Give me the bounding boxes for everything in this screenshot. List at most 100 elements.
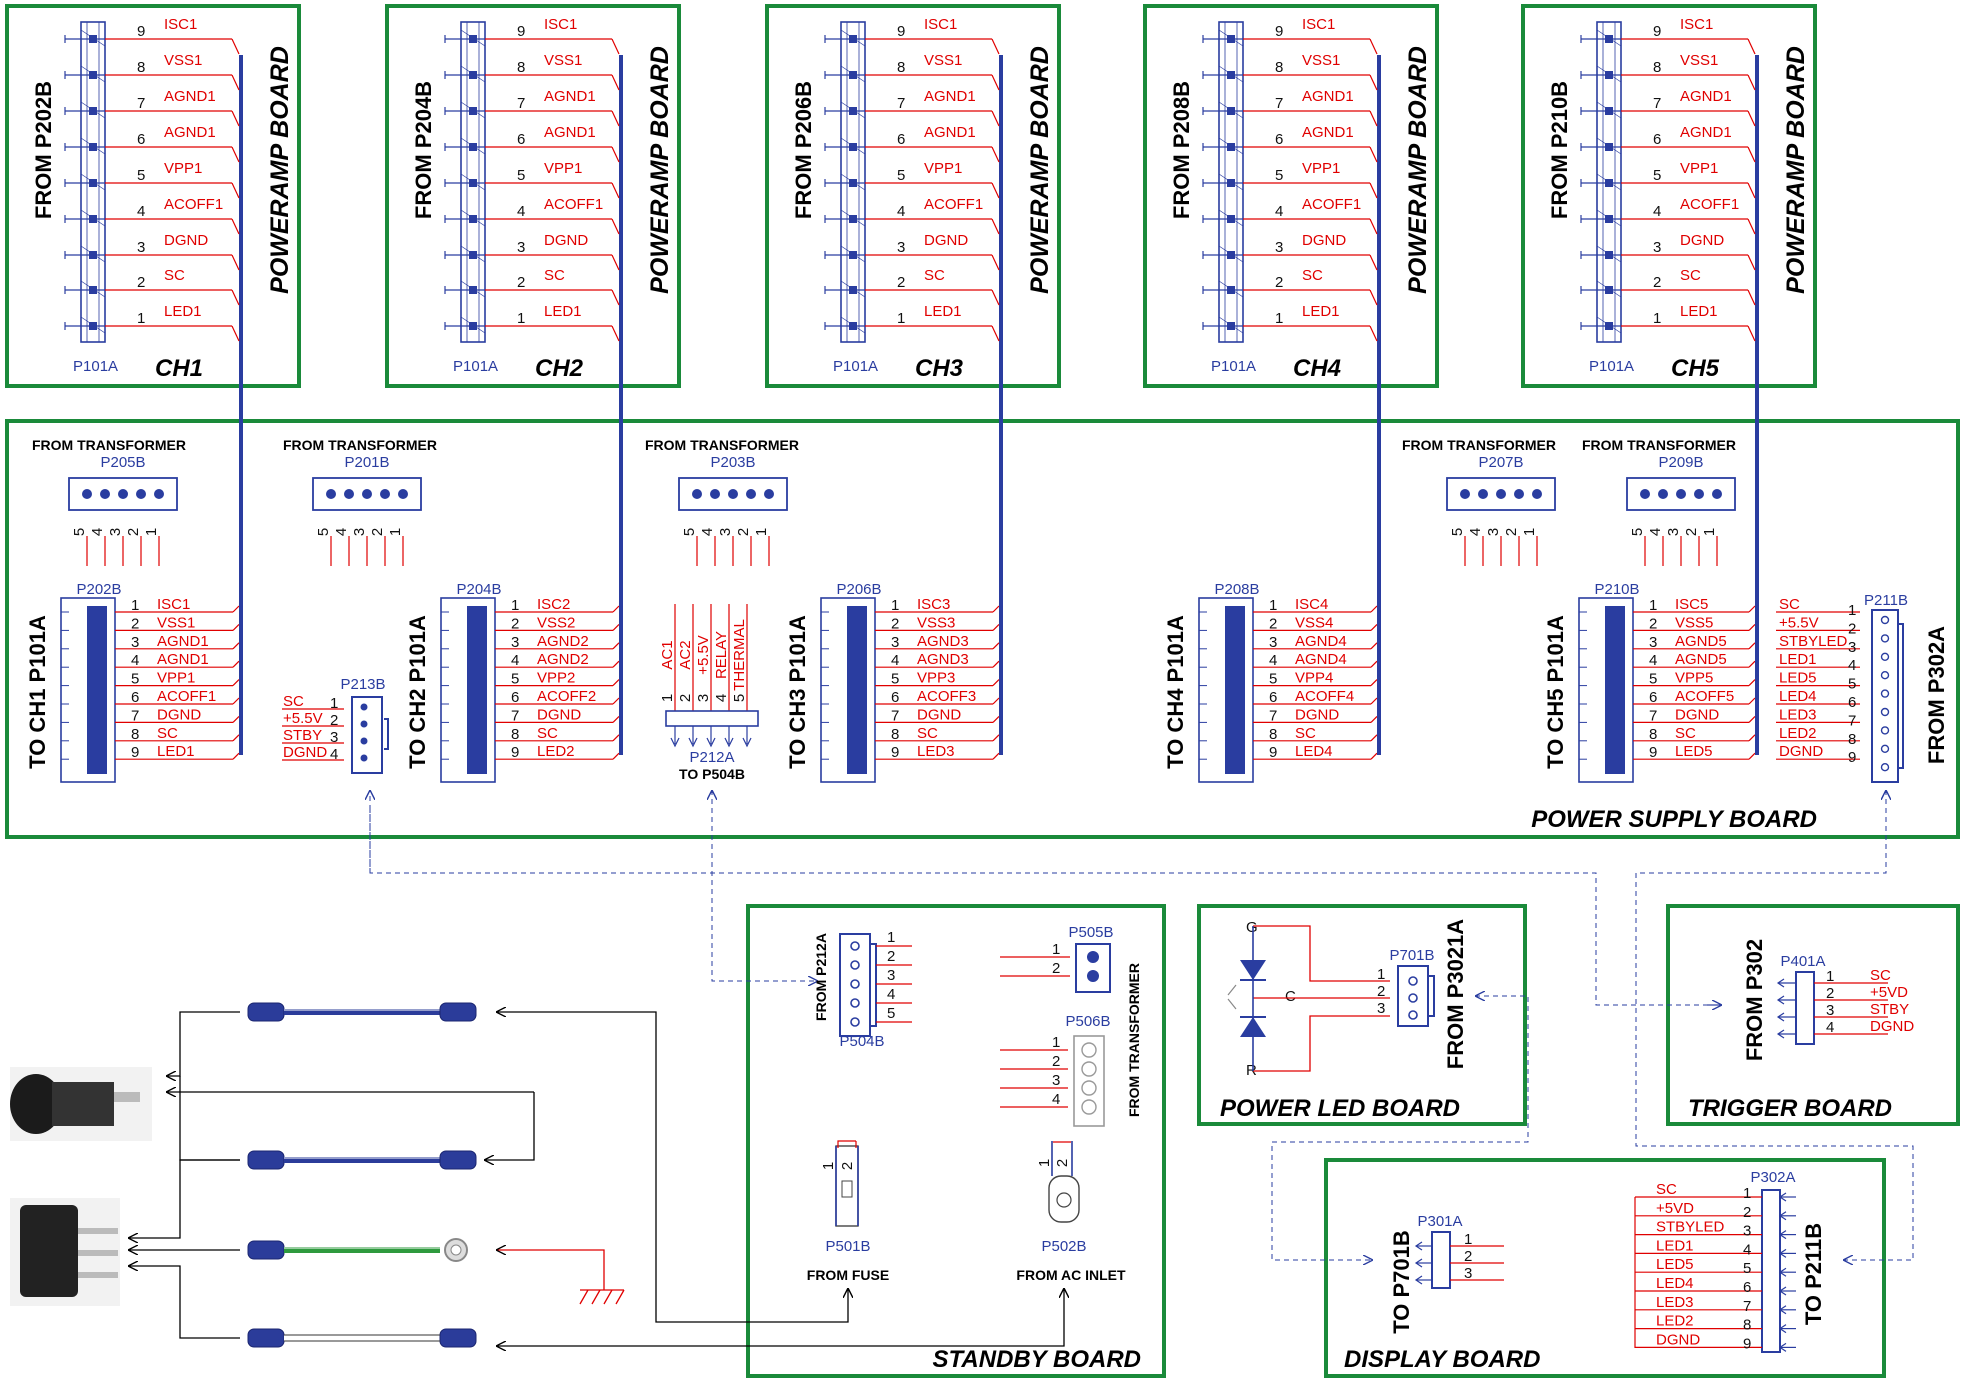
p211b-pin-number: 1 (1848, 602, 1856, 619)
transformer-pin-number: 1 (1701, 528, 1718, 536)
pin-number: 7 (897, 95, 905, 112)
p302a-signal: DGND (1656, 1331, 1700, 1348)
pin-wire-bend (1747, 289, 1756, 306)
pin-wire-bend (231, 38, 240, 55)
p301a-pin-arrow (1414, 1241, 1423, 1251)
pin-signal-label: VPP1 (1680, 160, 1718, 177)
p401a-body (1795, 971, 1815, 1045)
p101a-connector-inner (86, 21, 100, 343)
psu-pin-number: 8 (1649, 726, 1657, 743)
psu-pin-number: 2 (1649, 615, 1657, 632)
psu-pin-signal: VPP2 (537, 670, 575, 687)
pin-signal-label: LED1 (164, 303, 202, 320)
psu-pin-signal: AGND4 (1295, 651, 1347, 668)
link-p213b-trigger (369, 808, 1721, 1006)
power-led-board-frame (1197, 904, 1527, 1126)
p504b-pin-number: 3 (887, 967, 895, 984)
p211b-signal: DGND (1779, 743, 1823, 760)
psu-pin-signal: ISC2 (537, 596, 570, 613)
pin-wire-bend (1747, 218, 1756, 235)
pin-signal-label: SC (544, 267, 565, 284)
p505b-pin (1087, 970, 1099, 982)
transformer-pin (1676, 489, 1686, 499)
psu-pin-number: 1 (891, 597, 899, 614)
p211b-signal: LED3 (1779, 706, 1817, 723)
psu-connector-label: P210B (1594, 581, 1639, 598)
psu-pin-number: 6 (511, 689, 519, 706)
psu-pin-signal: AGND2 (537, 633, 589, 650)
p212a-signal: THERMAL (731, 619, 748, 691)
p701b-pin-number: 3 (1377, 1000, 1385, 1017)
psu-pin-signal: DGND (1295, 706, 1339, 723)
transformer-pin (136, 489, 146, 499)
p302a-pin-arrow (1778, 1286, 1787, 1296)
psu-pin-wire-bend (1748, 715, 1756, 723)
led-diode-top (1240, 960, 1266, 980)
ground-wire (496, 1250, 605, 1290)
pin-number: 9 (897, 23, 905, 40)
pin-wire-bend (231, 325, 240, 342)
pin-number: 7 (137, 95, 145, 112)
fuse-to-p501b (496, 1012, 848, 1323)
psu-pin-signal: LED3 (917, 743, 955, 760)
p302a-signal: +5VD (1656, 1200, 1694, 1217)
pin-number: 1 (137, 310, 145, 327)
from-transformer-label: FROM TRANSFORMER (32, 437, 186, 453)
cable-ground-lead (247, 1238, 468, 1262)
transformer-pin (1532, 489, 1542, 499)
psu-connector-label: P208B (1214, 581, 1259, 598)
pin-number: 8 (137, 59, 145, 76)
p701b-pin-number: 2 (1377, 983, 1385, 1000)
psu-pin-wire-bend (992, 660, 1000, 668)
ch2-board-frame (385, 4, 681, 388)
pin-wire-bend (611, 289, 620, 306)
transformer-pin-number: 1 (143, 528, 160, 536)
p504b-pin-number: 1 (887, 929, 895, 946)
p505b-label: P505B (1068, 924, 1113, 941)
transformer-pin (100, 489, 110, 499)
psu-pin-number: 5 (131, 671, 139, 688)
psu-pin-wire-bend (1370, 679, 1378, 687)
ch-label: CH1 (155, 355, 203, 382)
p101a-label: P101A (1211, 358, 1256, 375)
pin-number: 4 (1653, 203, 1661, 220)
from-transformer-label: FROM TRANSFORMER (1402, 437, 1556, 453)
transformer-pin (326, 489, 336, 499)
psu-pin-wire-bend (232, 752, 240, 760)
trigger-board-frame (1666, 904, 1960, 1126)
pin-number: 3 (137, 239, 145, 256)
psu-connector-label: P202B (76, 581, 121, 598)
p213b-pin-number: 2 (330, 712, 338, 729)
p213b-pin (360, 720, 368, 728)
p401a-pin-arrow (1776, 1012, 1785, 1022)
ch-label: CH5 (1671, 355, 1720, 382)
pin-wire-bend (1369, 74, 1378, 91)
psu-pin-signal: DGND (1675, 706, 1719, 723)
pin-wire-bend (991, 325, 1000, 342)
p302a-signal: LED4 (1656, 1275, 1694, 1292)
fuse-wire-bottom (179, 1076, 240, 1161)
pin-wire-bend (991, 182, 1000, 199)
p212a-pin-number: 1 (659, 694, 676, 702)
transformer-pin (1460, 489, 1470, 499)
p506b-pin-number: 1 (1052, 1034, 1060, 1051)
pin-wire-bend (1747, 146, 1756, 163)
psu-connector-to-label: TO CH1 P101A (25, 615, 50, 769)
poweramp-board-label: POWERAMP BOARD (1404, 46, 1432, 294)
psu-pin-signal: ACOFF1 (157, 688, 216, 705)
cable-connector (247, 1328, 285, 1348)
ch-label: CH3 (915, 355, 964, 382)
pin-number: 1 (517, 310, 525, 327)
psu-pin-number: 3 (891, 634, 899, 651)
p701b-from-label: FROM P3021A (1443, 919, 1468, 1069)
pin-number: 4 (137, 203, 145, 220)
transformer-pin-number: 5 (1629, 528, 1646, 536)
pin-wire-bend (611, 218, 620, 235)
pin-number: 9 (517, 23, 525, 40)
transformer-pin (1658, 489, 1668, 499)
pin-signal-label: ISC1 (544, 16, 577, 33)
